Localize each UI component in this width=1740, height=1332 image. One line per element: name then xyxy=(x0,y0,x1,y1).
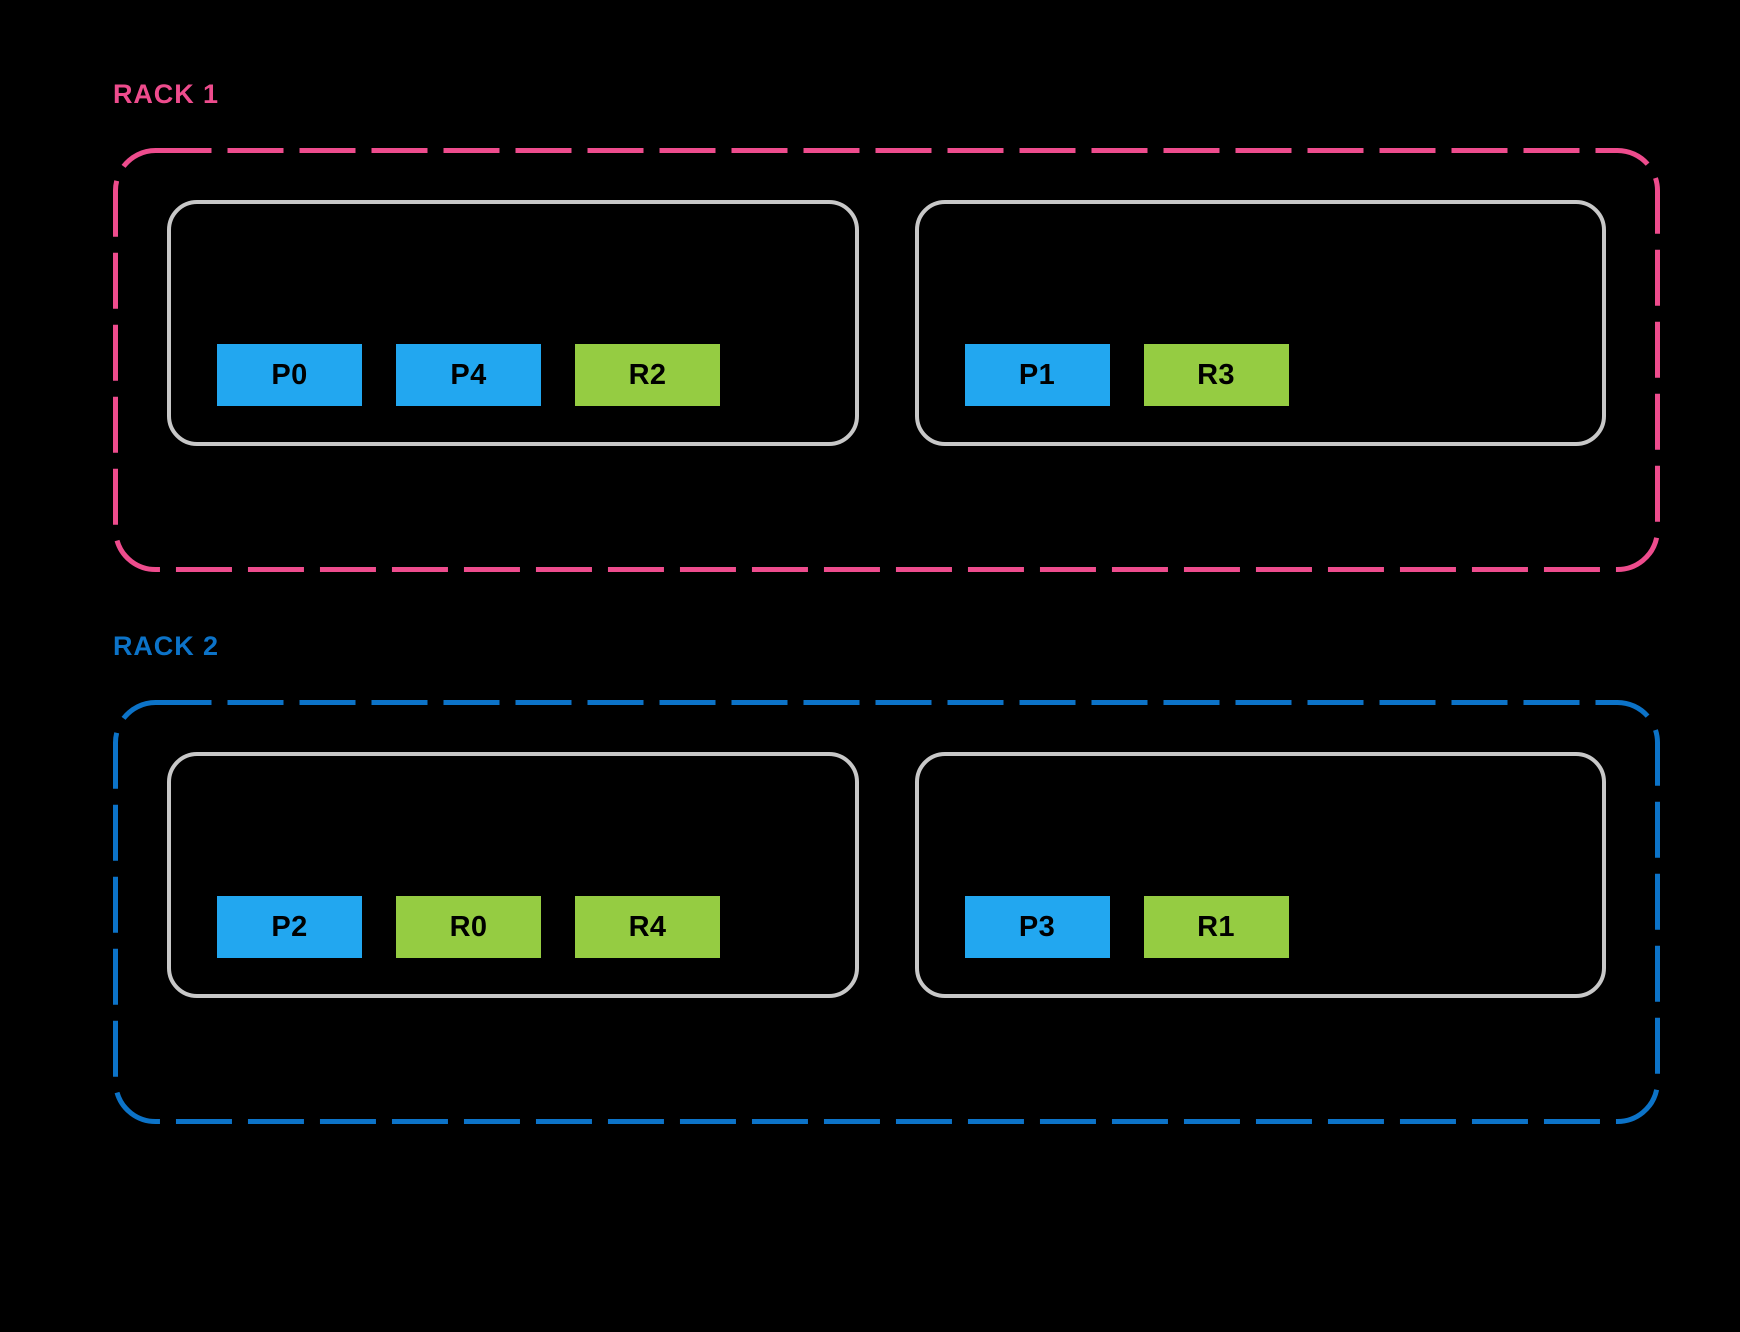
node-4: P3 R1 xyxy=(914,752,1606,998)
chip-p2[interactable]: P2 xyxy=(217,896,362,958)
chip-r3[interactable]: R3 xyxy=(1143,344,1289,406)
rack-1-nodes: P0 P4 R2 P1 R3 xyxy=(167,200,1606,446)
chip-p3[interactable]: P3 xyxy=(964,896,1110,958)
chip-r0[interactable]: R0 xyxy=(396,896,541,958)
rack-2-boundary: P2 R0 R4 P3 R1 xyxy=(113,700,1660,1124)
rack-group-1: RACK 1 P0 P4 R2 P1 R3 xyxy=(113,78,1660,572)
rack-group-2: RACK 2 P2 R0 R4 P3 R1 xyxy=(113,630,1660,1124)
chip-r2[interactable]: R2 xyxy=(575,344,720,406)
rack-1-boundary: P0 P4 R2 P1 R3 xyxy=(113,148,1660,572)
chip-r1[interactable]: R1 xyxy=(1143,896,1289,958)
chip-p0[interactable]: P0 xyxy=(217,344,362,406)
chip-p4[interactable]: P4 xyxy=(396,344,541,406)
rack-2-nodes: P2 R0 R4 P3 R1 xyxy=(167,752,1606,998)
node-1-chips: P0 P4 R2 xyxy=(217,344,720,406)
rack-1-label: RACK 1 xyxy=(113,79,219,109)
node-3-chips: P2 R0 R4 xyxy=(217,896,720,958)
node-1: P0 P4 R2 xyxy=(167,200,859,446)
node-2-chips: P1 R3 xyxy=(964,344,1289,406)
chip-p1[interactable]: P1 xyxy=(964,344,1110,406)
rack-2-label: RACK 2 xyxy=(113,631,219,661)
chip-r4[interactable]: R4 xyxy=(575,896,720,958)
node-3: P2 R0 R4 xyxy=(167,752,859,998)
node-2: P1 R3 xyxy=(914,200,1606,446)
node-4-chips: P3 R1 xyxy=(964,896,1289,958)
